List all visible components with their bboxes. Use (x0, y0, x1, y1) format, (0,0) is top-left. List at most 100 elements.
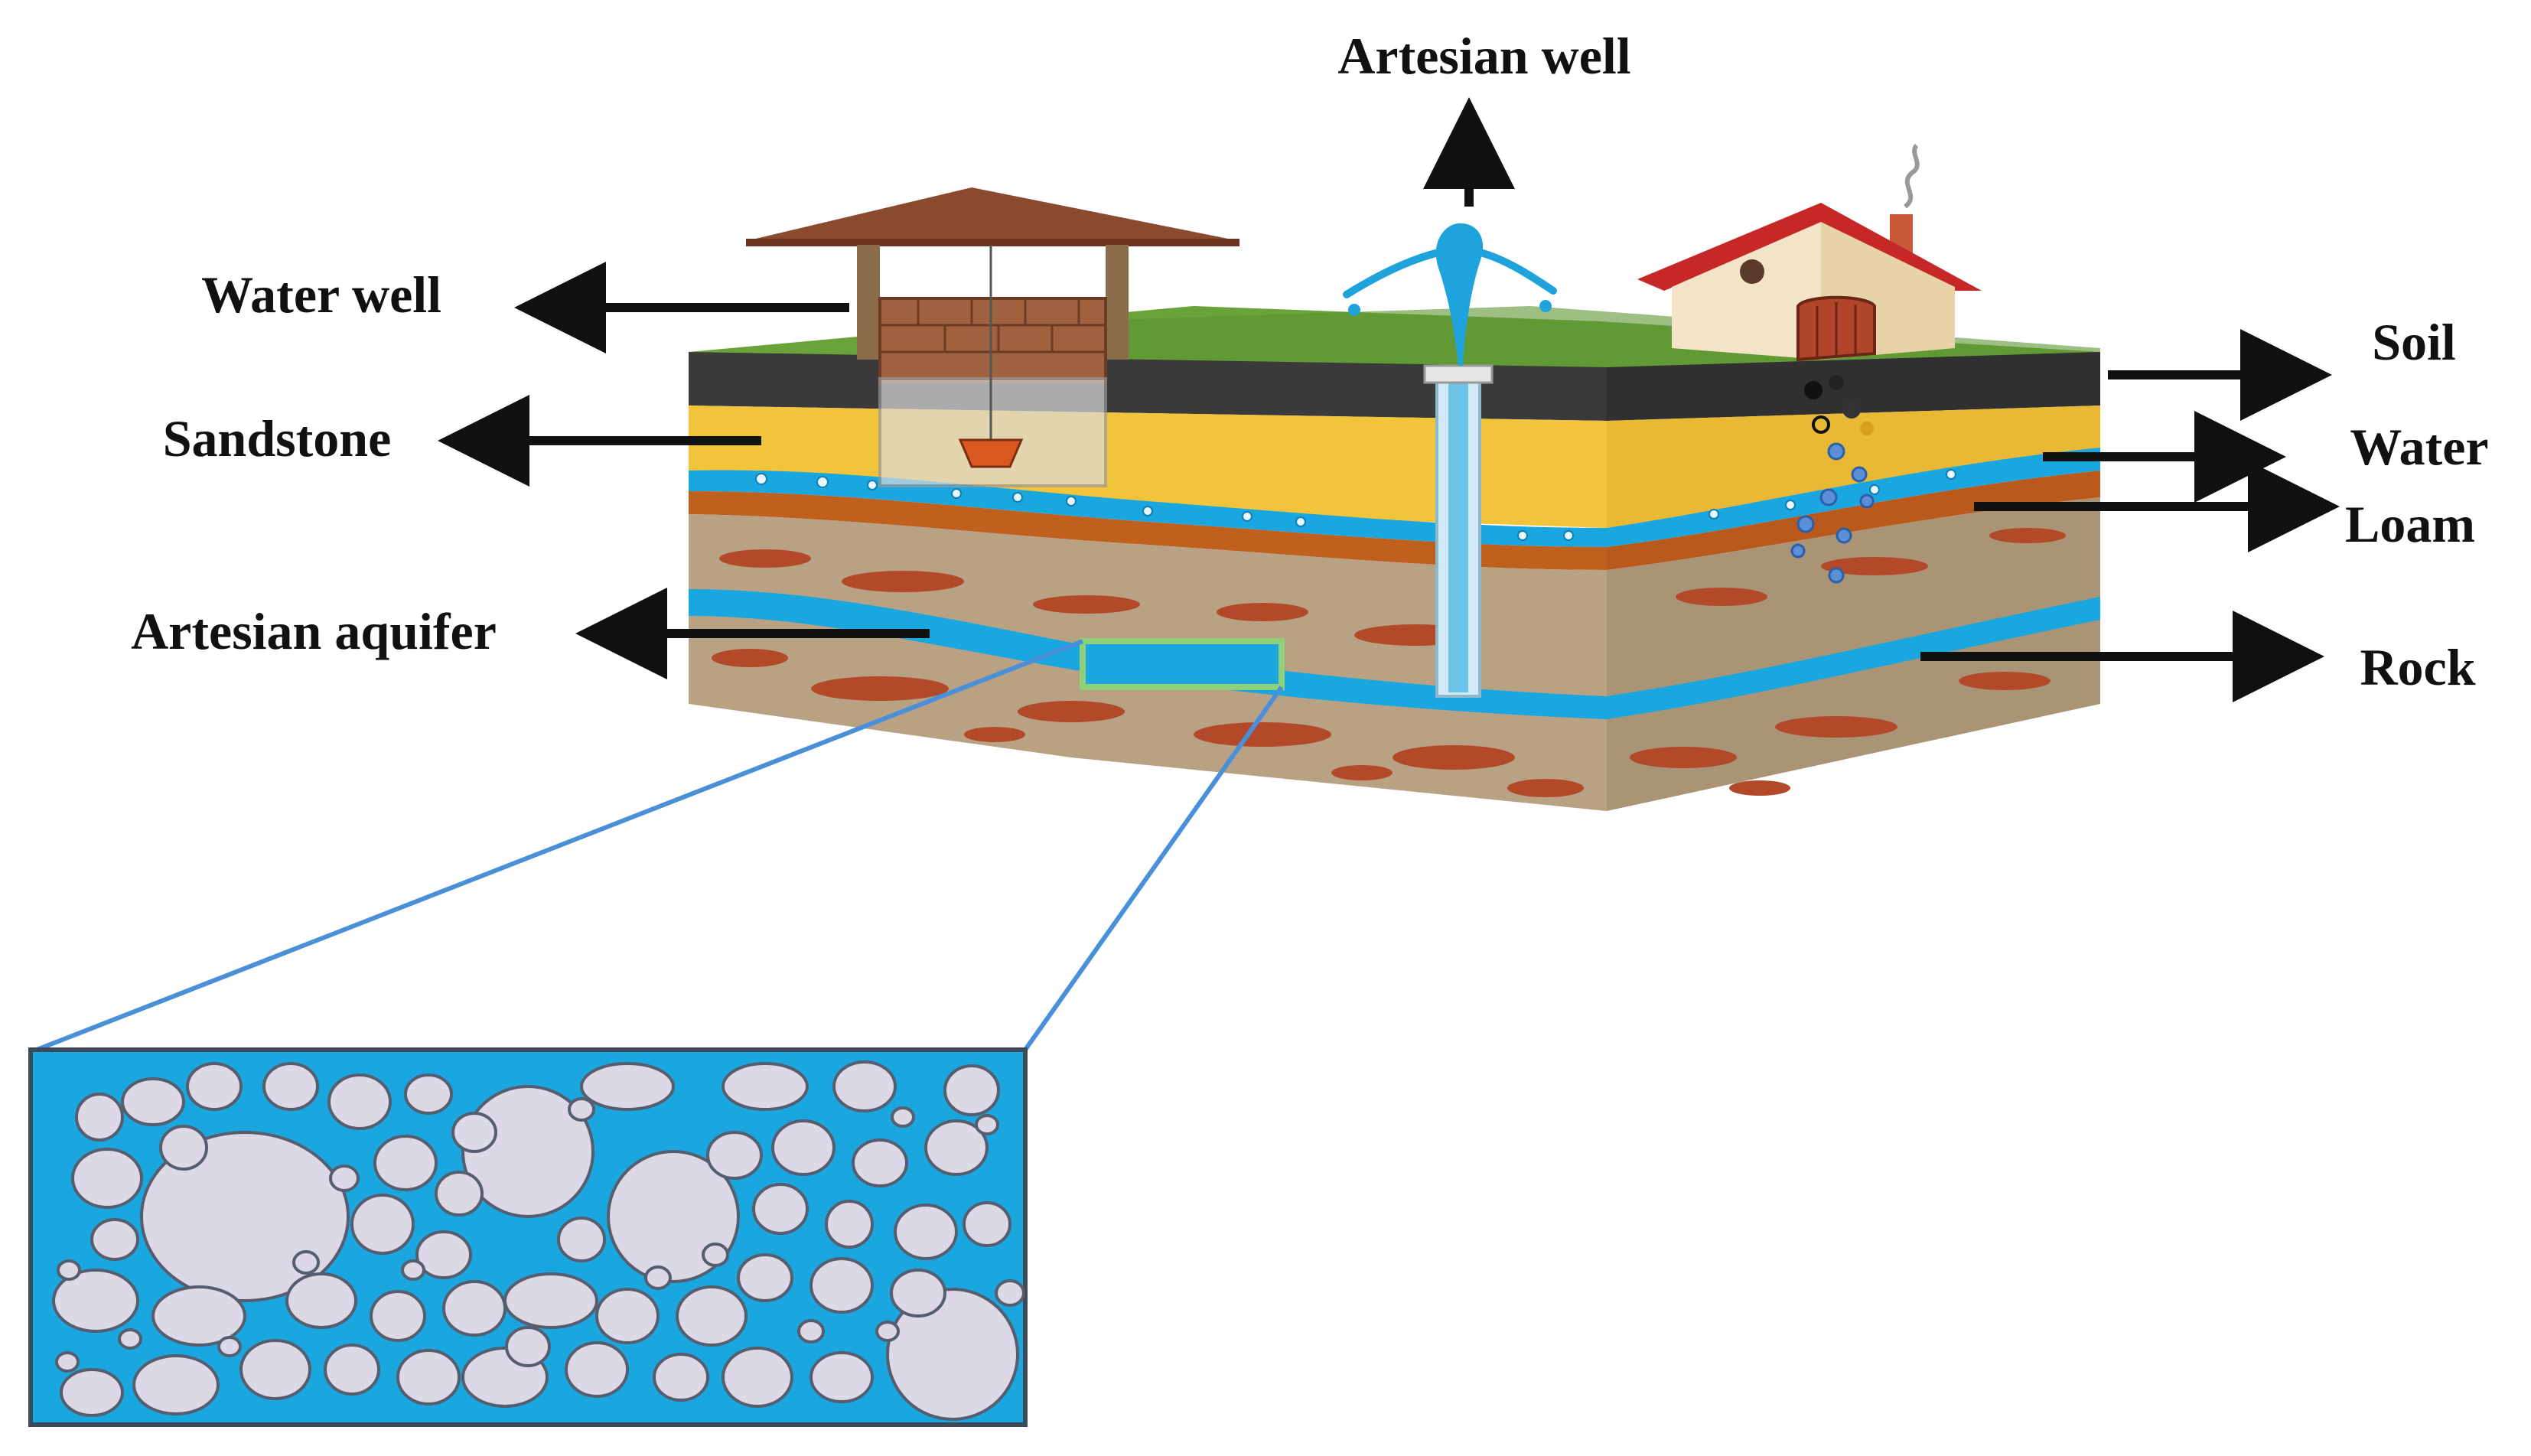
well-shaft (878, 377, 1107, 487)
aquifer-grain (595, 1288, 660, 1344)
artesian-aquifer-right (1607, 597, 2100, 719)
aquifer-grain (350, 1194, 415, 1255)
zoom-line-right (1023, 686, 1284, 1051)
aquifer-grain (442, 1280, 507, 1337)
label-soil: Soil (2372, 313, 2456, 371)
aquifer-grain (435, 1171, 484, 1217)
aquifer-grain (890, 1269, 946, 1318)
aquifer-grain (825, 1200, 874, 1249)
aquifer-grain (505, 1326, 551, 1367)
aquifer-grain (557, 1217, 606, 1262)
artesian-pipe-cap (1423, 364, 1494, 384)
well-roof (746, 187, 1239, 241)
aquifer-grain (71, 1148, 143, 1209)
aquifer-grain (653, 1353, 709, 1402)
aquifer-grain (809, 1351, 874, 1403)
aquifer-grain (676, 1285, 748, 1347)
aquifer-grain (396, 1349, 461, 1406)
aquifer-grain (370, 1290, 426, 1342)
house-window (1740, 259, 1764, 284)
spray-drop (1348, 304, 1360, 316)
aquifer-grain (924, 1119, 989, 1176)
label-water-well: Water well (201, 265, 441, 324)
loam-layer-right (1607, 471, 2100, 570)
aquifer-grain (809, 1257, 874, 1314)
upper-water-right (1607, 448, 2100, 547)
aquifer-grain (461, 1085, 594, 1218)
aquifer-grain (722, 1347, 793, 1408)
well-bucket (958, 438, 1024, 468)
chimney-smoke (1903, 143, 1920, 209)
aquifer-grain (217, 1336, 242, 1357)
rock-spots-right (1630, 528, 2066, 796)
aquifer-grain (57, 1259, 81, 1281)
artesian-fountain (1435, 223, 1484, 366)
aquifer-grains (52, 1060, 1025, 1421)
house-illustration (1637, 143, 1982, 362)
house-roof (1637, 203, 1982, 291)
aquifer-grain (891, 1106, 915, 1128)
artesian-spray-right (1477, 249, 1557, 295)
aquifer-grain (121, 1077, 185, 1126)
aquifer-grain (580, 1062, 675, 1111)
aquifer-grain (52, 1269, 139, 1333)
aquifer-grain (415, 1230, 472, 1279)
aquifer-grain (706, 1131, 763, 1180)
well-brick-lines (880, 298, 1106, 353)
terrain-block (689, 306, 2100, 811)
aquifer-grain (565, 1341, 629, 1398)
aquifer-grain (832, 1060, 897, 1112)
aquifer-grain (771, 1119, 836, 1176)
aquifer-grain (451, 1112, 497, 1153)
soil-layer-right (1607, 352, 2100, 421)
artesian-pipe-water (1448, 379, 1468, 692)
zoom-line-left (35, 639, 1084, 1052)
aquifer-grain (55, 1351, 80, 1373)
aquifer-grain (373, 1135, 438, 1191)
aquifer-grain (875, 1321, 900, 1342)
aquifer-grain (404, 1073, 453, 1115)
aquifer-grain (151, 1285, 246, 1347)
right-face (1607, 352, 2100, 811)
aquifer-grain (722, 1062, 809, 1111)
aquifer-grain (852, 1138, 908, 1187)
aquifer-grain (327, 1073, 392, 1130)
water-bubbles (755, 469, 1956, 541)
aquifer-grain (737, 1253, 793, 1302)
aquifer-grain (262, 1062, 319, 1111)
aquifer-zoom-inset (28, 1047, 1028, 1427)
aquifer-grain (995, 1279, 1025, 1307)
aquifer-grain (943, 1064, 1000, 1116)
aquifer-grain (118, 1328, 142, 1350)
well-post-left (857, 245, 880, 360)
aquifer-grain (963, 1201, 1011, 1247)
label-loam: Loam (2345, 495, 2475, 553)
house-front-wall (1672, 222, 1821, 360)
aquifer-grain (503, 1272, 598, 1329)
aquifer-grain (285, 1272, 357, 1329)
aquifer-grain (401, 1259, 425, 1281)
aquifer-grain (568, 1097, 595, 1122)
aquifer-grain (132, 1354, 220, 1415)
label-sandstone: Sandstone (163, 409, 392, 467)
aquifer-grain (702, 1243, 729, 1267)
aquifer-grain (975, 1114, 999, 1135)
sandstone-layer-right (1607, 406, 2100, 528)
label-artesian-well: Artesian well (1337, 27, 1630, 85)
aquifer-grain (239, 1339, 311, 1400)
aquifer-grain (886, 1288, 1019, 1421)
label-rock: Rock (2360, 638, 2475, 696)
well-roof-edge (746, 239, 1239, 246)
aquifer-grain (752, 1183, 809, 1235)
aquifer-grain (60, 1368, 124, 1417)
well-brick-wall (878, 297, 1107, 384)
label-water: Water (2350, 418, 2488, 476)
artesian-spray-left (1343, 249, 1442, 298)
aquifer-grain (329, 1164, 360, 1192)
aquifer-grain (292, 1250, 320, 1275)
label-artesian-aquifer: Artesian aquifer (131, 602, 497, 660)
aquifer-grain (324, 1344, 380, 1396)
pollutant-droplets (1790, 375, 1875, 584)
spray-drop (1539, 300, 1552, 312)
